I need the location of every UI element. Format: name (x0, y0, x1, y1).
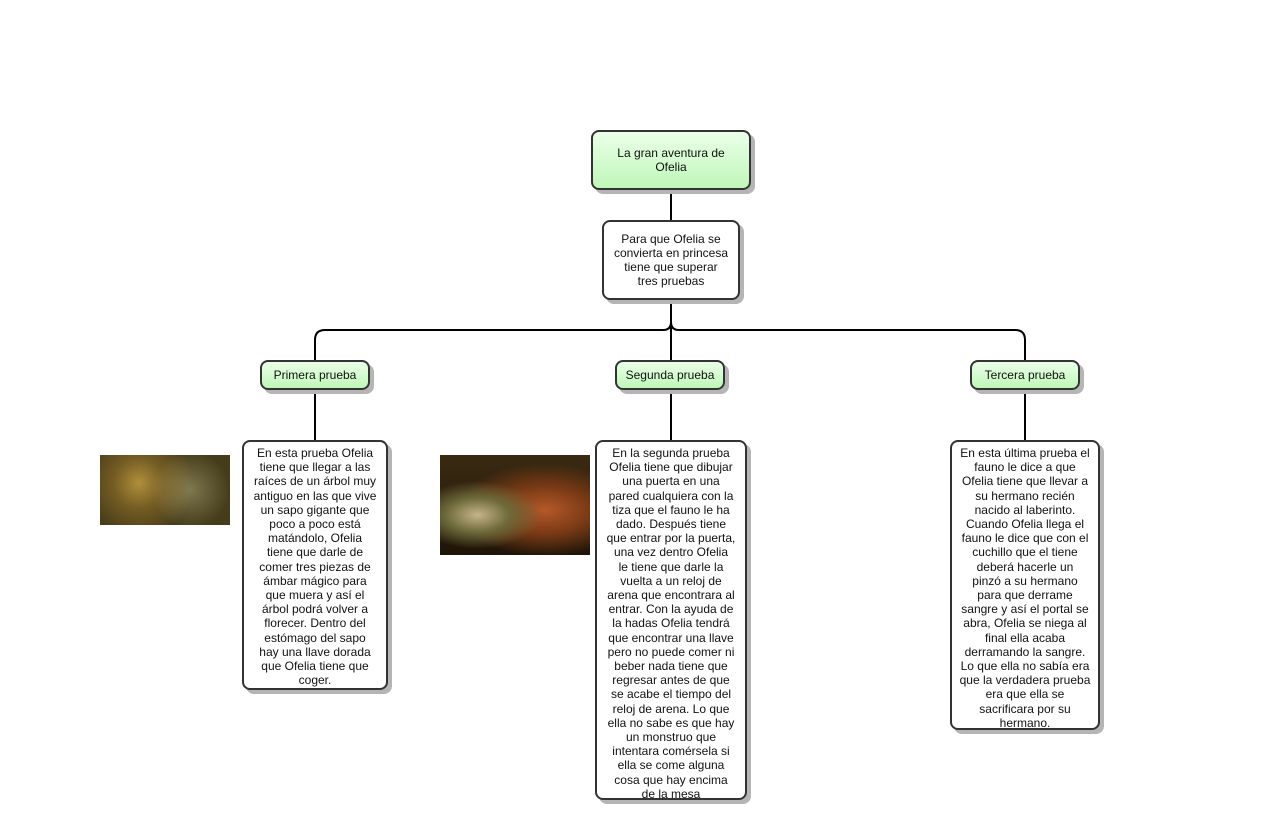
trial3-text-node[interactable]: En esta última prueba el fauno le dice a… (950, 440, 1100, 730)
trial2-label-node[interactable]: Segunda prueba (615, 360, 725, 390)
banquet-image (440, 455, 590, 555)
connector-branch-right (679, 329, 1026, 360)
trial1-text-node[interactable]: En esta prueba Ofelia tiene que llegar a… (242, 440, 388, 690)
connector-intro-branch (670, 300, 680, 331)
toad-tree-image (100, 455, 230, 525)
root-node[interactable]: La gran aventura de Ofelia (591, 130, 751, 190)
trial1-label-node[interactable]: Primera prueba (260, 360, 370, 390)
connector-branch-left (314, 321, 672, 360)
trial2-text-node[interactable]: En la segunda prueba Ofelia tiene que di… (595, 440, 747, 801)
trial3-label-node[interactable]: Tercera prueba (970, 360, 1080, 390)
intro-node[interactable]: Para que Ofelia se convierta en princesa… (602, 220, 740, 300)
